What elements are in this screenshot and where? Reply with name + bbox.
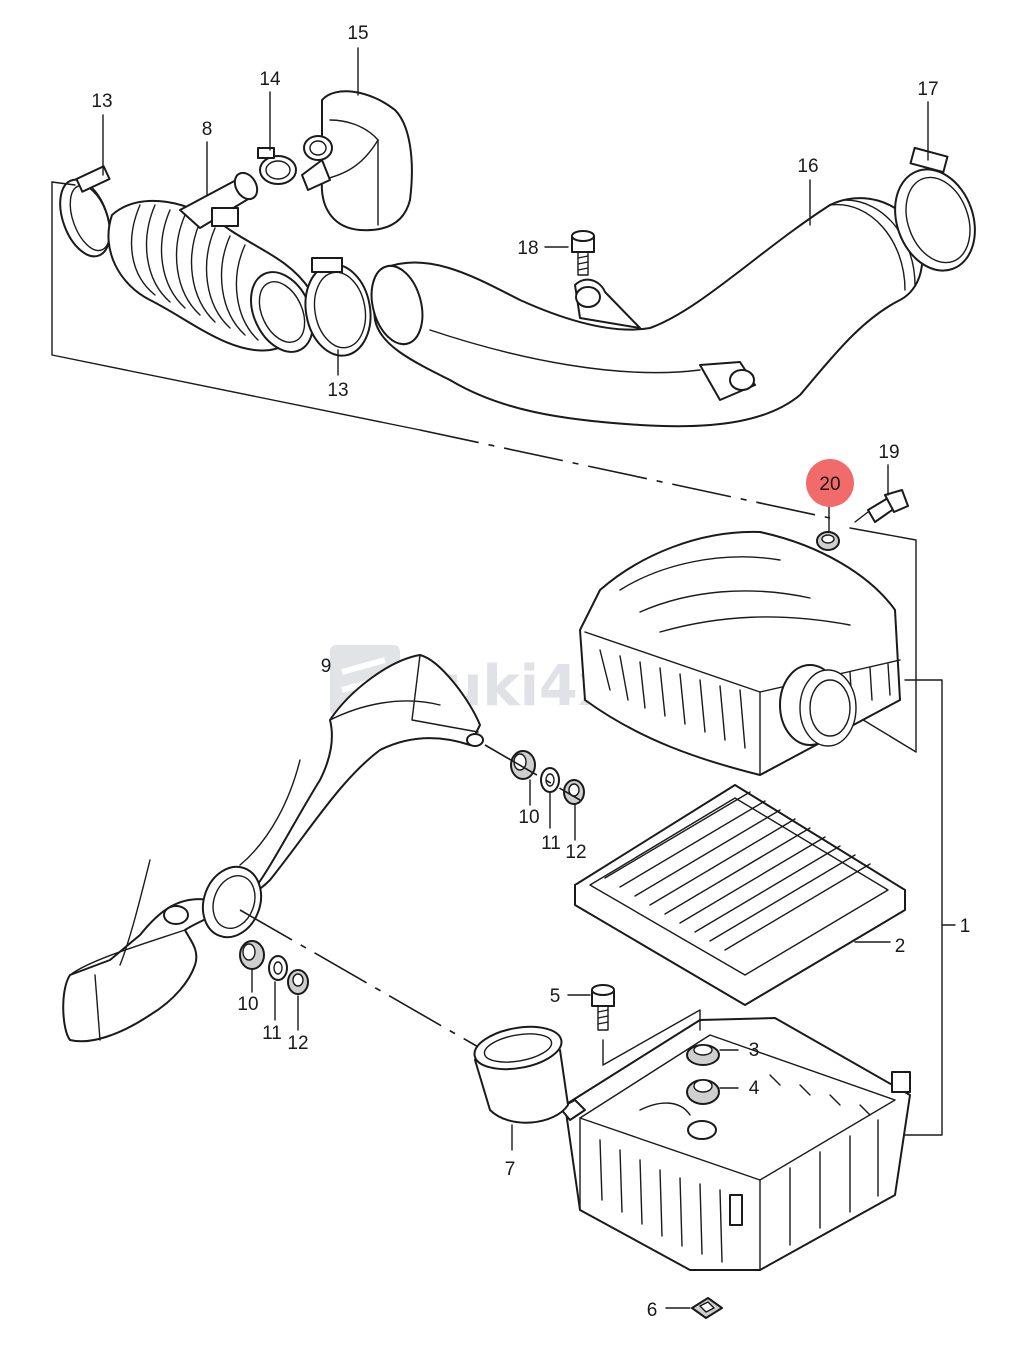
bolt-5	[591, 984, 615, 1031]
highlight-circle-20	[806, 459, 854, 507]
callout-3: 3	[749, 1040, 760, 1061]
bracket-assembly-1	[899, 679, 943, 1136]
washer-11-lower	[268, 955, 288, 981]
callout-7: 7	[505, 1159, 516, 1180]
intake-hose-8	[107, 171, 314, 353]
grommet-4	[686, 1079, 720, 1105]
callout-14: 14	[259, 69, 281, 90]
callout-17: 17	[917, 79, 938, 100]
clip-nut-6	[691, 1297, 723, 1319]
bracket-5	[602, 1009, 701, 1066]
callout-5: 5	[550, 986, 561, 1007]
leader-lines-upper	[102, 47, 929, 533]
filter-element-2	[574, 784, 906, 1006]
bushing-10-lower	[239, 940, 265, 970]
washer-11-upper	[540, 767, 560, 793]
air-cleaner-cap	[579, 530, 901, 776]
callout-13-center: 13	[327, 380, 348, 401]
callout-2: 2	[895, 936, 906, 957]
callout-1: 1	[960, 916, 971, 937]
hose-clamp-13-left	[59, 165, 111, 258]
callout-12-upper: 12	[565, 842, 586, 863]
leaders-10-11-12-lower	[251, 969, 299, 1031]
callout-19: 19	[878, 442, 899, 463]
callout-12-lower: 12	[287, 1033, 308, 1054]
bracket-tick	[51, 181, 76, 186]
callout-6: 6	[647, 1300, 658, 1321]
collar-12-lower	[287, 969, 309, 995]
sensor-19	[854, 489, 909, 523]
callout-15: 15	[347, 23, 368, 44]
collar-12-upper	[563, 779, 585, 805]
grommet-3	[686, 1044, 720, 1066]
callout-16: 16	[797, 156, 818, 177]
callout-labels: 13 8 14 15 13 16 17 18 19 20 9 10 11 12 …	[91, 23, 970, 1321]
leader-dashed-bushing-upper	[484, 744, 581, 801]
callout-18: 18	[517, 238, 538, 259]
callout-11-upper: 11	[541, 833, 561, 854]
inlet-duct-9	[62, 654, 484, 1043]
bolt-18	[571, 230, 595, 276]
hose-clamp-17	[894, 146, 976, 272]
small-clamp-14	[257, 147, 297, 185]
callout-10-lower: 10	[237, 994, 258, 1015]
leader-dashed-sleeve	[239, 909, 481, 1049]
callout-9: 9	[321, 656, 332, 677]
callout-20: 20	[819, 474, 840, 495]
resonator-15	[301, 90, 413, 232]
rubber-sleeve-7	[473, 1025, 569, 1124]
hose-clamp-13-center	[304, 257, 372, 357]
callout-4: 4	[749, 1078, 760, 1099]
leaders-10-11-12-upper	[529, 779, 576, 841]
leader-dashed-upper	[419, 429, 831, 519]
grommet-20	[816, 531, 840, 551]
bracket-line-upper	[51, 181, 421, 431]
callout-10-upper: 10	[518, 807, 539, 828]
bushing-10-upper	[510, 750, 536, 780]
callout-11-lower: 11	[262, 1023, 282, 1044]
callout-8: 8	[202, 119, 213, 140]
callout-13-left: 13	[91, 91, 112, 112]
air-cleaner-case	[559, 1017, 911, 1271]
air-duct-16	[370, 197, 924, 428]
bracket-line-box	[849, 527, 917, 753]
